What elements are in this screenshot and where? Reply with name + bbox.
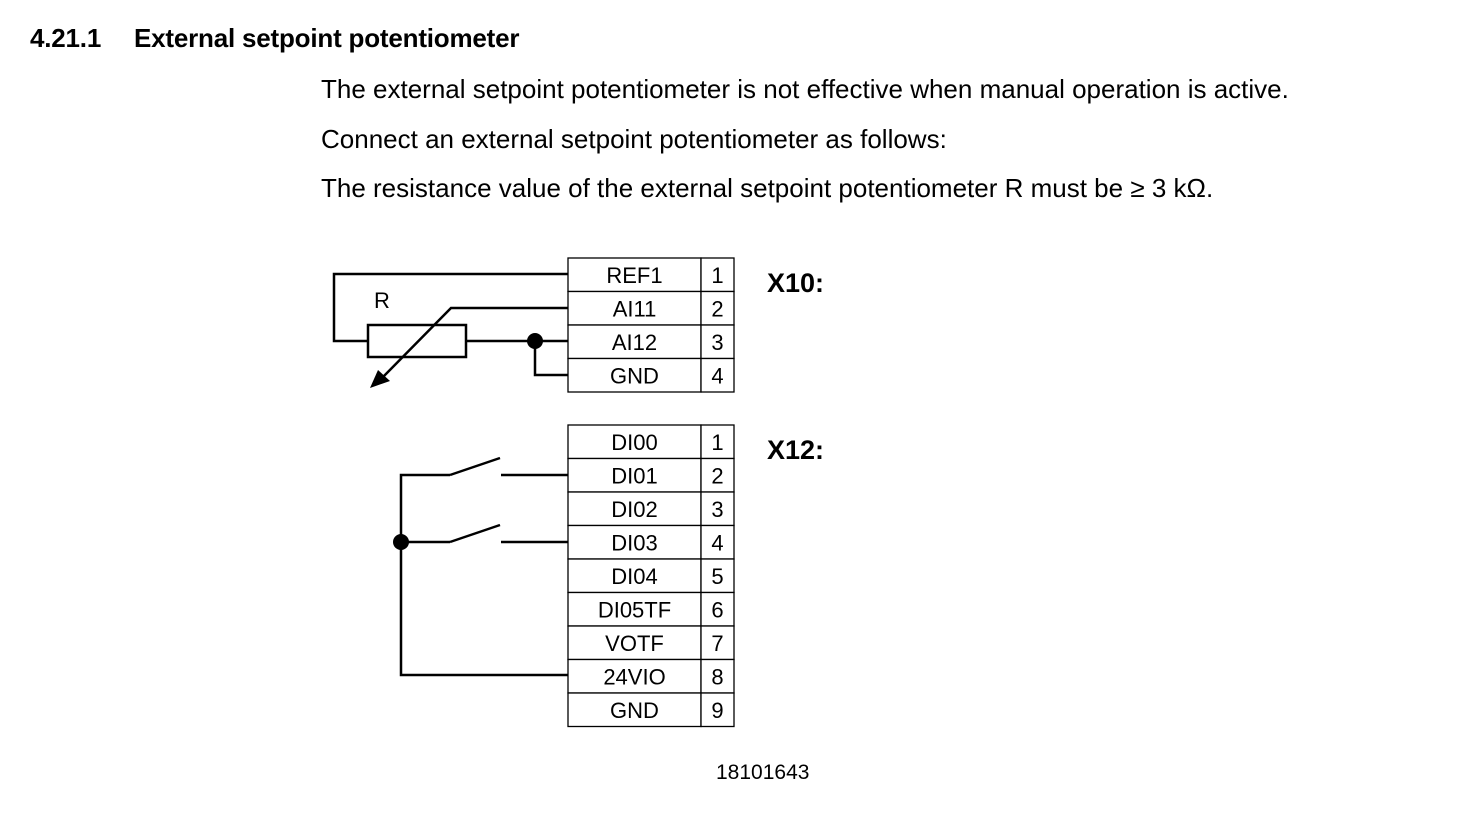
terminal-label: AI12 — [612, 330, 657, 355]
terminal-label: 24VIO — [603, 664, 665, 689]
terminal-pin-number: 2 — [711, 463, 723, 488]
terminal-label: DI01 — [611, 463, 657, 488]
terminal-pin-number: 5 — [711, 564, 723, 589]
paragraph-resistance-requirement: The resistance value of the external set… — [321, 173, 1214, 203]
terminal-row: DI05TF 6 — [567, 591, 735, 627]
terminal-row: VOTF 7 — [567, 625, 735, 661]
junction-dot-x10 — [527, 333, 543, 349]
resistor-label: R — [374, 288, 390, 313]
terminal-label-cell — [567, 424, 702, 460]
junction-dot-x12 — [393, 534, 409, 550]
terminal-label: GND — [610, 363, 659, 388]
terminal-row: DI03 4 — [567, 524, 735, 560]
terminal-pin-number: 8 — [711, 664, 723, 689]
terminal-label: DI00 — [611, 430, 657, 455]
terminal-pin-number: 4 — [711, 363, 723, 388]
terminal-label: REF1 — [606, 263, 662, 288]
paragraph-connect-instruction: Connect an external setpoint potentiomet… — [321, 124, 947, 154]
terminal-row: GND 9 — [567, 692, 735, 728]
terminal-label: DI04 — [611, 564, 657, 589]
section-title: External setpoint potentiometer — [134, 23, 520, 53]
terminal-label: DI02 — [611, 497, 657, 522]
terminal-label: GND — [610, 698, 659, 723]
terminal-row: DI04 5 — [567, 558, 735, 594]
terminal-pin-cell — [700, 257, 735, 293]
terminal-pin-number: 6 — [711, 597, 723, 622]
wiring — [332, 272, 568, 677]
terminal-pin-number: 1 — [711, 430, 723, 455]
terminal-row: AI11 2 — [567, 290, 735, 326]
terminal-label-cell — [567, 625, 702, 661]
terminal-pin-number: 3 — [711, 330, 723, 355]
switch-2-blade — [449, 523, 501, 544]
terminal-pin-cell — [700, 625, 735, 661]
terminal-row: DI02 3 — [567, 491, 735, 527]
terminal-pin-cell — [700, 692, 735, 728]
paragraph-manual-operation-note: The external setpoint potentiometer is n… — [321, 74, 1289, 104]
terminal-row: DI00 1 — [567, 424, 735, 460]
figure-id: 18101643 — [716, 761, 810, 784]
terminal-pin-cell — [700, 558, 735, 594]
terminal-label: AI11 — [613, 296, 657, 321]
terminal-label-cell — [567, 491, 702, 527]
terminal-pin-number: 9 — [711, 698, 723, 723]
terminal-label: DI05TF — [598, 597, 671, 622]
section-number: 4.21.1 — [30, 23, 102, 53]
terminal-pin-cell — [700, 324, 735, 360]
wire-wiper-ai11 — [381, 306, 568, 379]
terminal-pin-cell — [700, 290, 735, 326]
connector-label: X10: — [767, 268, 824, 298]
wire-24vio-common — [399, 473, 568, 677]
terminal-row: DI01 2 — [567, 457, 735, 493]
terminal-pin-number: 1 — [711, 263, 723, 288]
terminal-row: 24VIO 8 — [567, 658, 735, 694]
terminal-label: DI03 — [611, 530, 657, 555]
terminal-pin-cell — [700, 457, 735, 493]
terminal-label: VOTF — [605, 631, 664, 656]
terminal-label-cell — [567, 290, 702, 326]
terminal-pin-cell — [700, 357, 735, 393]
terminal-row: AI12 3 — [567, 324, 735, 360]
section-heading: 4.21.1 External setpoint potentiometer — [30, 23, 520, 54]
switch-1-blade — [449, 456, 501, 477]
wire-ai12-to-gnd — [533, 341, 568, 377]
terminal-pin-number: 7 — [711, 631, 723, 656]
terminal-pin-cell — [700, 658, 735, 694]
wire-ref1 — [332, 272, 568, 343]
terminal-row: GND 4 — [567, 357, 735, 393]
terminal-pin-cell — [700, 591, 735, 627]
terminal-row: REF1 1 — [567, 257, 735, 293]
terminal-label-cell — [567, 357, 702, 393]
terminal-label-cell — [567, 324, 702, 360]
terminal-pin-number: 2 — [711, 296, 723, 321]
wiper-arrowhead-icon — [370, 370, 390, 388]
connector-label: X12: — [767, 435, 824, 465]
terminal-pin-number: 4 — [711, 530, 723, 555]
terminal-pin-number: 3 — [711, 497, 723, 522]
terminal-label-cell — [567, 658, 702, 694]
